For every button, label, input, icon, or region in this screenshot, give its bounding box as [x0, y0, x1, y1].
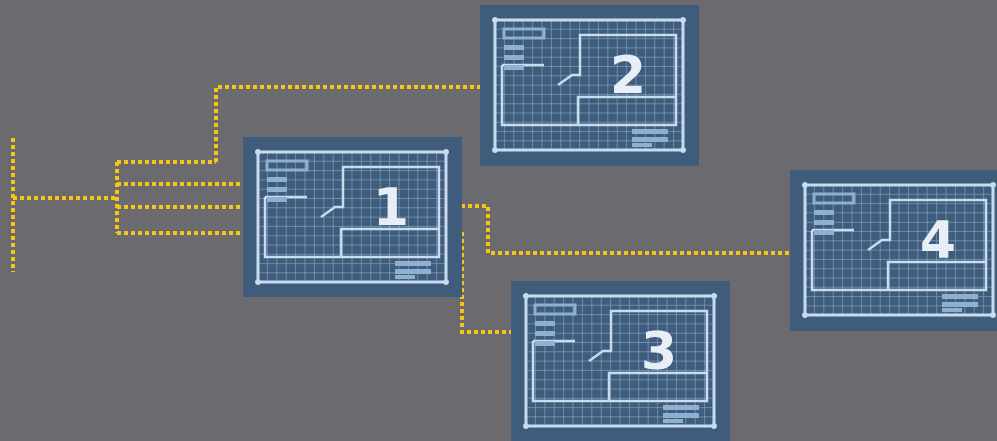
- corner-dot: [802, 312, 808, 318]
- title-bar: [942, 302, 978, 307]
- title-bar: [942, 308, 962, 312]
- corner-dot: [990, 312, 996, 318]
- blueprint-label: 4: [920, 211, 956, 271]
- title-bar: [395, 275, 415, 279]
- title-bar: [632, 143, 652, 147]
- corner-dot: [443, 279, 449, 285]
- corner-dot: [523, 293, 529, 299]
- title-bar: [395, 269, 431, 274]
- legend-bar: [535, 341, 555, 346]
- legend-bar: [267, 197, 287, 202]
- blueprint-panel-3[interactable]: 3: [511, 281, 730, 441]
- title-bar: [395, 261, 431, 266]
- blueprint-label: 3: [641, 322, 677, 382]
- corner-dot: [711, 423, 717, 429]
- corner-dot: [680, 147, 686, 153]
- wire-1-to-3: [462, 232, 512, 332]
- corner-dot: [255, 149, 261, 155]
- legend-bar: [814, 210, 834, 215]
- title-bar: [663, 413, 699, 418]
- blueprint-panel-1[interactable]: 1: [243, 137, 462, 297]
- corner-dot: [255, 279, 261, 285]
- legend-bar: [504, 65, 524, 70]
- corner-dot: [802, 182, 808, 188]
- blueprint-panel-2[interactable]: 2: [480, 5, 699, 166]
- blueprint-label: 1: [373, 178, 409, 238]
- title-bar: [942, 294, 978, 299]
- legend-bar: [814, 230, 834, 235]
- corner-dot: [990, 182, 996, 188]
- legend-bar: [535, 331, 555, 336]
- title-bar: [663, 405, 699, 410]
- title-bar: [632, 137, 668, 142]
- legend-bar: [267, 187, 287, 192]
- corner-dot: [680, 17, 686, 23]
- title-bar: [663, 419, 683, 423]
- blueprint-label: 2: [610, 46, 646, 106]
- corner-dot: [492, 17, 498, 23]
- legend-bar: [267, 177, 287, 182]
- legend-bar: [504, 55, 524, 60]
- wire-1-to-4: [461, 206, 790, 253]
- corner-dot: [443, 149, 449, 155]
- blueprint-panel-4[interactable]: 4: [790, 170, 997, 331]
- corner-dot: [492, 147, 498, 153]
- legend-bar: [814, 220, 834, 225]
- title-bar: [632, 129, 668, 134]
- legend-bar: [504, 45, 524, 50]
- corner-dot: [711, 293, 717, 299]
- legend-bar: [535, 321, 555, 326]
- corner-dot: [523, 423, 529, 429]
